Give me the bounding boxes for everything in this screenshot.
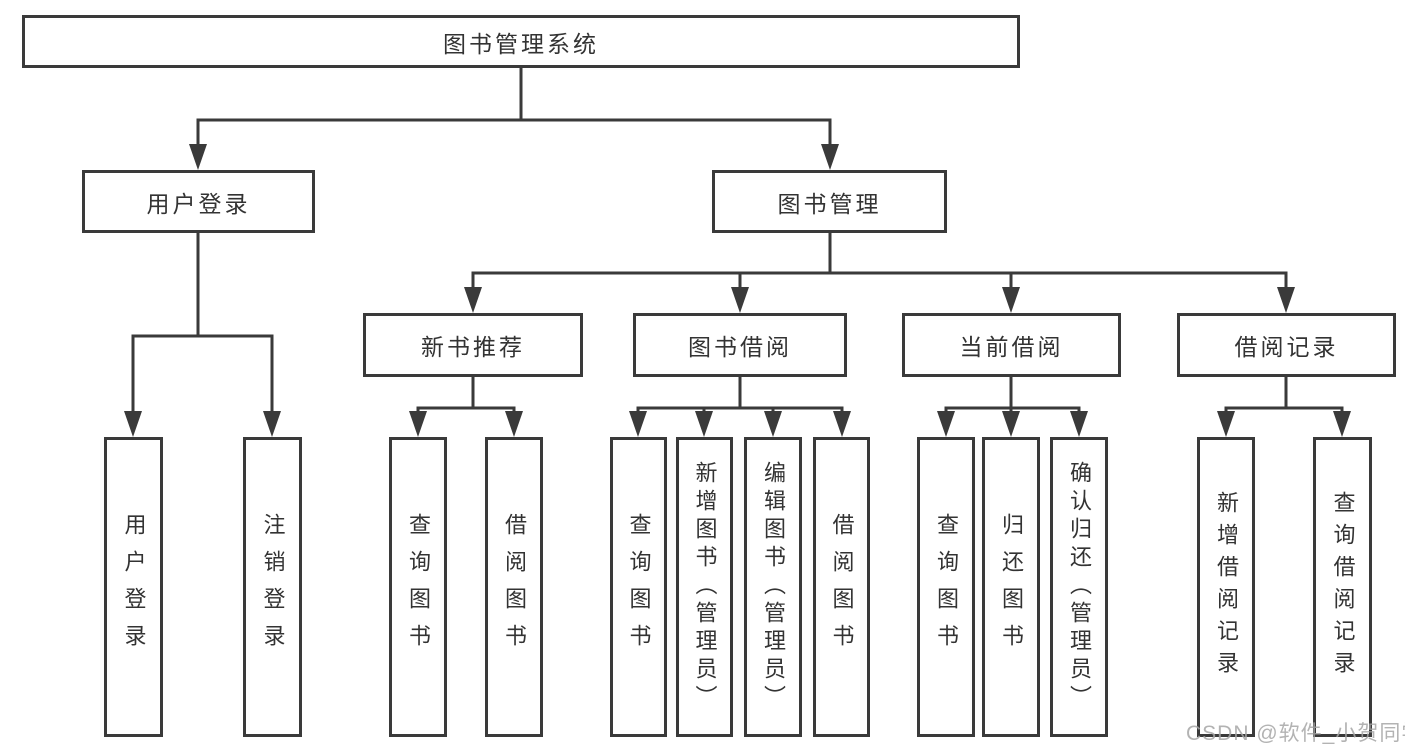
leaf-query-books-recommend: 查询图书	[389, 437, 447, 737]
node-book-management: 图书管理	[712, 170, 947, 233]
node-user-login-branch: 用户登录	[82, 170, 315, 233]
leaf-query-borrow-record: 查询借阅记录	[1313, 437, 1372, 737]
node-borrow-records: 借阅记录	[1177, 313, 1396, 377]
leaf-return-books: 归还图书	[982, 437, 1040, 737]
node-book-borrow: 图书借阅	[633, 313, 847, 377]
arrowhead-icons	[124, 144, 1351, 437]
node-library-system: 图书管理系统	[22, 15, 1020, 68]
node-new-book-recommend: 新书推荐	[363, 313, 583, 377]
node-current-borrow: 当前借阅	[902, 313, 1121, 377]
leaf-add-books-admin: 新增图书（管理员）	[676, 437, 733, 737]
leaf-logout: 注销登录	[243, 437, 302, 737]
leaf-query-books-current: 查询图书	[917, 437, 975, 737]
leaf-borrow-books: 借阅图书	[813, 437, 870, 737]
watermark: CSDN @软件_小贺同学	[1186, 722, 1405, 745]
leaf-borrow-books-recommend: 借阅图书	[485, 437, 543, 737]
leaf-add-borrow-record: 新增借阅记录	[1197, 437, 1255, 737]
leaf-edit-books-admin: 编辑图书（管理员）	[744, 437, 802, 737]
leaf-query-books-borrow: 查询图书	[610, 437, 667, 737]
leaf-confirm-return-admin: 确认归还（管理员）	[1050, 437, 1108, 737]
leaf-user-login: 用户登录	[104, 437, 163, 737]
